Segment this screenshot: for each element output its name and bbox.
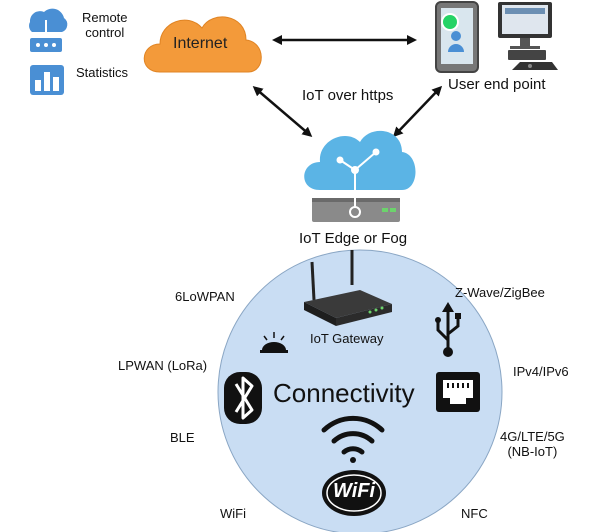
wifi-logo-badge	[322, 470, 386, 516]
protocol-cellular-line-1: 4G/LTE/5G	[500, 429, 565, 444]
protocol-label: IoT over https	[302, 87, 394, 104]
protocol-ipv4-ipv6: IPv4/IPv6	[513, 364, 569, 379]
usb-icon	[435, 302, 461, 357]
protocol-zwave-zigbee: Z-Wave/ZigBee	[455, 285, 545, 300]
edge-fog-label: IoT Edge or Fog	[299, 230, 408, 247]
internet-edge-arrow	[252, 86, 313, 137]
smartphone-icon	[435, 1, 479, 73]
protocol-cellular-line-2: (NB-IoT)	[507, 444, 558, 459]
remote-control-label-line-2: control	[85, 25, 125, 40]
ethernet-icon	[436, 372, 480, 412]
gateway-router-icon	[304, 250, 392, 326]
bluetooth-icon	[224, 372, 262, 424]
wifi-badge-text: WiFi	[333, 480, 376, 502]
protocol-ble: BLE	[170, 430, 195, 445]
remote-control-label-line-1: Remote	[82, 10, 128, 25]
user-end-point-label: User end point	[448, 76, 546, 93]
connectivity-title: Connectivity	[273, 378, 415, 408]
nfc-icon	[260, 332, 288, 353]
statistics-label: Statistics	[76, 65, 129, 80]
desktop-computer-icon	[498, 2, 558, 70]
edge-cloud-icon	[304, 130, 416, 190]
statistics-icon	[30, 65, 64, 95]
protocol-cellular: 4G/LTE/5G (NB-IoT)	[500, 429, 565, 459]
user-edge-arrow	[392, 85, 443, 138]
remote-control-label: Remote control	[82, 10, 128, 40]
internet-cloud-icon	[143, 16, 262, 73]
protocol-6lowpan: 6LoWPAN	[175, 289, 235, 304]
protocol-nfc: NFC	[461, 506, 488, 521]
protocol-wifi: WiFi	[220, 506, 246, 521]
gateway-label: IoT Gateway	[310, 331, 384, 346]
protocol-lpwan: LPWAN (LoRa)	[118, 358, 208, 373]
internet-label: Internet	[173, 35, 228, 52]
wifi-signal-icon	[321, 415, 385, 463]
edge-server-icon	[312, 190, 400, 222]
remote-control-icon	[29, 8, 68, 52]
connectivity-circle	[217, 249, 503, 532]
